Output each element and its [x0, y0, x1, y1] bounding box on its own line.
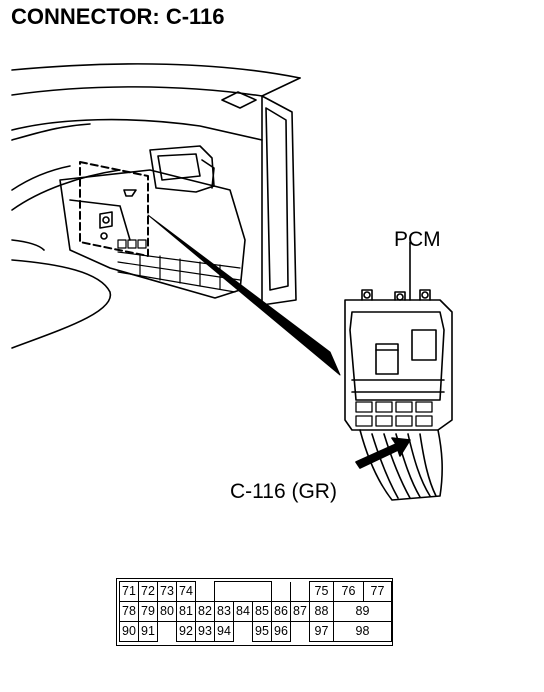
pin-cell: 87: [290, 601, 310, 622]
pin-cell: [233, 621, 253, 642]
pin-cell: 78: [119, 601, 139, 622]
pin-cell: 94: [214, 621, 234, 642]
pin-cell: 71: [119, 581, 139, 602]
pin-cell: [290, 581, 310, 602]
pin-cell: 90: [119, 621, 139, 642]
pin-cell: 77: [363, 581, 392, 602]
pin-cell: 72: [138, 581, 158, 602]
pin-cell: 79: [138, 601, 158, 622]
pin-cell: 86: [271, 601, 291, 622]
pin-cell: 75: [309, 581, 334, 602]
pin-cell: 81: [176, 601, 196, 622]
pin-cell: [195, 581, 215, 602]
pin-cell: 95: [252, 621, 272, 642]
pin-cell: 88: [309, 601, 334, 622]
pin-cell: 82: [195, 601, 215, 622]
pin-cell: [290, 621, 310, 642]
pin-cell: 73: [157, 581, 177, 602]
pin-cell: 98: [333, 621, 392, 642]
pin-cell: 85: [252, 601, 272, 622]
pin-cell: [214, 581, 272, 602]
pin-cell: 80: [157, 601, 177, 622]
page-title: CONNECTOR: C-116: [11, 4, 225, 29]
pin-cell: [157, 621, 177, 642]
pin-cell: 89: [333, 601, 392, 622]
pin-cell: 84: [233, 601, 253, 622]
pin-cell: 96: [271, 621, 291, 642]
pin-cell: 74: [176, 581, 196, 602]
connector-label: C-116 (GR): [230, 480, 337, 503]
pcm-label: PCM: [394, 228, 441, 251]
pin-cell: 93: [195, 621, 215, 642]
pin-cell: 76: [333, 581, 364, 602]
pin-cell: 92: [176, 621, 196, 642]
dashboard-illustration: [11, 63, 453, 501]
pin-cell: [271, 581, 291, 602]
pin-cell: 83: [214, 601, 234, 622]
pin-cell: 91: [138, 621, 158, 642]
pin-cell: 97: [309, 621, 334, 642]
